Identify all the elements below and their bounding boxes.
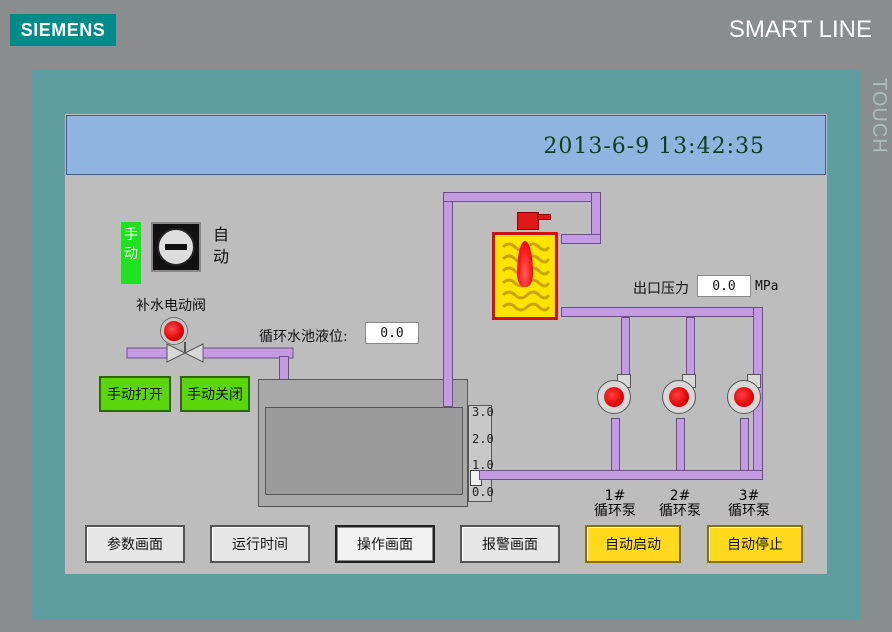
valve-status-lamp-icon bbox=[161, 318, 187, 344]
flame-icon bbox=[517, 241, 533, 287]
valve-pipe-icon bbox=[126, 342, 294, 363]
operation-screen-button[interactable]: 操作画面 bbox=[335, 525, 435, 563]
pump-3-status-lamp-icon bbox=[734, 387, 754, 407]
pipe-top bbox=[443, 192, 601, 202]
boiler-burner-icon bbox=[517, 212, 539, 230]
runtime-screen-button[interactable]: 运行时间 bbox=[210, 525, 310, 563]
pipe-pump1-discharge bbox=[621, 317, 630, 377]
pipe-pump2-suction bbox=[676, 418, 685, 474]
auto-mode-label: 自动 bbox=[213, 225, 230, 266]
model-label: SMART LINE bbox=[728, 16, 872, 43]
pipe-vertical-left bbox=[443, 192, 453, 407]
pump-2-status-lamp-icon bbox=[669, 387, 689, 407]
pump-3-label: 3# 循环泵 bbox=[724, 489, 774, 519]
gauge-tick: 3.0 bbox=[472, 405, 494, 419]
siemens-logo: SIEMENS bbox=[10, 14, 116, 46]
gauge-tick: 2.0 bbox=[472, 432, 494, 446]
pump-2-icon[interactable] bbox=[662, 374, 704, 416]
pump-1-icon[interactable] bbox=[597, 374, 639, 416]
pump-2-label: 2# 循环泵 bbox=[655, 489, 705, 519]
outlet-pressure-label: 出口压力 bbox=[633, 281, 689, 297]
pipe-pump2-discharge bbox=[686, 317, 695, 377]
pool-level-label: 循环水池液位: bbox=[259, 329, 348, 345]
pump-1-label: 1# 循环泵 bbox=[590, 489, 640, 519]
pump-1-status-lamp-icon bbox=[604, 387, 624, 407]
auto-start-button[interactable]: 自动启动 bbox=[585, 525, 681, 563]
touch-label: TOUCH bbox=[868, 78, 890, 154]
boiler-heater bbox=[492, 232, 558, 320]
manual-open-button[interactable]: 手动打开 bbox=[99, 376, 171, 412]
pipe-to-boiler bbox=[561, 234, 601, 244]
gauge-tick: 0.0 bbox=[472, 485, 494, 499]
manual-close-button[interactable]: 手动关闭 bbox=[180, 376, 250, 412]
pool-level-value: 0.0 bbox=[365, 322, 419, 344]
hmi-screen: 2013-6-9 13:42:35 手动 自动 补水电动阀 手动打开 手动关闭 … bbox=[65, 114, 827, 574]
outlet-pressure-value: 0.0 bbox=[697, 275, 751, 297]
datetime-display: 2013-6-9 13:42:35 bbox=[543, 134, 765, 159]
pump-3-id: 3# bbox=[738, 488, 760, 504]
pump-3-icon[interactable] bbox=[727, 374, 769, 416]
pool-water-area bbox=[265, 407, 463, 495]
pipe-outlet-header bbox=[561, 307, 763, 317]
pipe-pump1-suction bbox=[611, 418, 620, 474]
pump-2-id: 2# bbox=[669, 488, 691, 504]
pump-1-id: 1# bbox=[604, 488, 626, 504]
alarm-screen-button[interactable]: 报警画面 bbox=[460, 525, 560, 563]
pipe-suction-header bbox=[479, 470, 763, 480]
pressure-unit: MPa bbox=[755, 279, 779, 294]
manual-mode-label: 手动 bbox=[124, 227, 138, 262]
gauge-tick: 1.0 bbox=[472, 458, 494, 472]
auto-stop-button[interactable]: 自动停止 bbox=[707, 525, 803, 563]
pipe-pump3-suction bbox=[740, 418, 749, 474]
pump-1-name: 循环泵 bbox=[594, 503, 636, 519]
params-screen-button[interactable]: 参数画面 bbox=[85, 525, 185, 563]
manual-mode-indicator: 手动 bbox=[121, 222, 141, 284]
boiler-burner-nozzle-icon bbox=[537, 214, 551, 220]
selector-dial-icon bbox=[157, 228, 195, 266]
pump-2-name: 循环泵 bbox=[659, 503, 701, 519]
header-bar: 2013-6-9 13:42:35 bbox=[66, 115, 826, 175]
mode-selector-switch[interactable] bbox=[151, 222, 201, 272]
pump-3-name: 循环泵 bbox=[728, 503, 770, 519]
makeup-valve-title: 补水电动阀 bbox=[136, 298, 206, 314]
